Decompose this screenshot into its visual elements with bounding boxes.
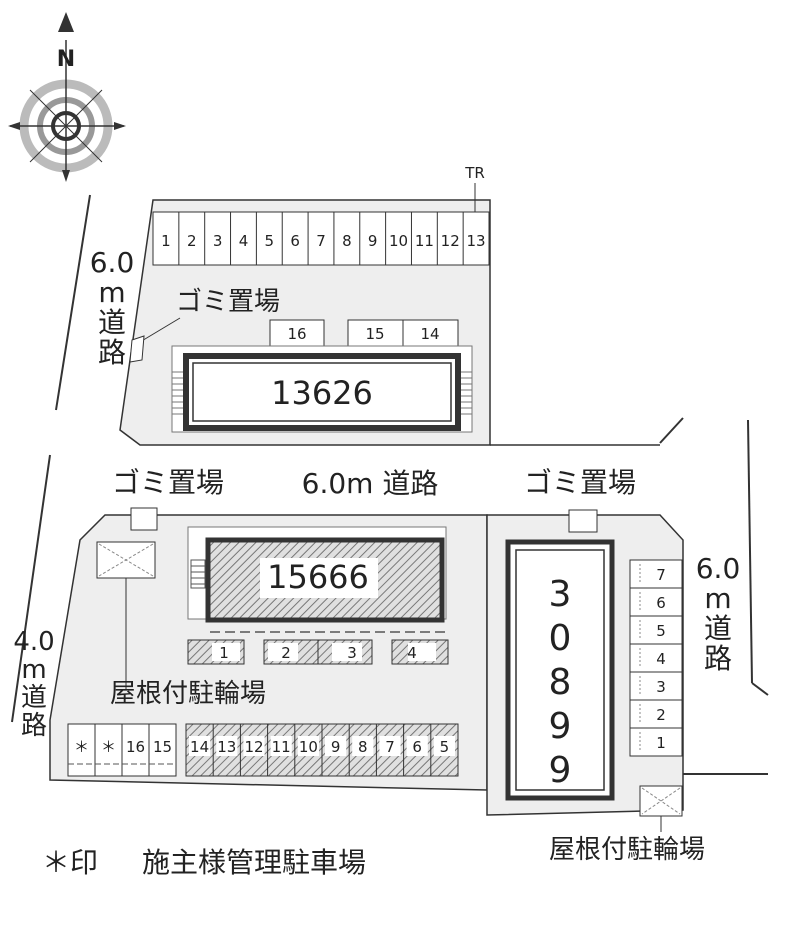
parking-space: 7 [316,232,326,250]
parking-space: 10 [389,232,408,250]
compass-icon [8,12,126,182]
parking-space: 14 [190,738,209,756]
garbage-label-middle-left: ゴミ置場 [112,466,224,499]
parking-space: 5 [440,738,450,756]
parking-space: 4 [239,232,249,250]
building-north [171,345,473,433]
parking-space: 16 [287,325,306,343]
transformer-label: TR [464,164,485,182]
parking-space: 5 [656,622,666,640]
center-parking-row: 1 2 3 4 [187,639,449,665]
parking-space: ＊ [74,738,89,756]
legend-text: 施主様管理駐車場 [142,846,366,879]
north-extra-spaces: 16 15 14 [269,319,459,347]
parking-space: 8 [358,738,368,756]
parking-space: 2 [656,706,666,724]
parking-space: 7 [656,566,666,584]
parking-space: 7 [385,738,395,756]
building-east-digit: 0 [549,618,572,659]
north-label: N [57,47,75,72]
garbage-box-top [129,335,145,363]
building-east-digit: 9 [549,750,572,791]
parking-space: 9 [331,738,341,756]
parking-space: 12 [244,738,263,756]
parking-space: 5 [265,232,275,250]
parking-space: 11 [415,232,434,250]
parking-space: 6 [412,738,422,756]
parking-space: 3 [213,232,223,250]
parking-space: 4 [656,650,666,668]
parking-space: 15 [365,325,384,343]
building-east-digit: 8 [549,662,572,703]
parking-space: 13 [217,738,236,756]
parking-space: 2 [187,232,197,250]
building-east [505,539,615,801]
garbage-box-middle-right [568,509,598,533]
road-label-middle: 6.0m 道路 [302,467,439,500]
road-lines [11,194,769,775]
building-north-label: 13626 [271,374,373,412]
legend-marker: ＊印 [42,846,98,879]
building-center [187,526,447,633]
parking-space: 3 [347,644,357,662]
east-parking-column: 7 6 5 4 3 2 1 [629,559,683,757]
building-east-digit: 3 [549,574,572,615]
parking-space: 6 [656,594,666,612]
parking-space: 10 [299,738,318,756]
parking-space: 2 [281,644,291,662]
parking-space: 1 [161,232,171,250]
parking-space: 8 [342,232,352,250]
parking-space: 3 [656,678,666,696]
parking-space: 6 [290,232,300,250]
building-east-digit: 9 [549,706,572,747]
garbage-label-top: ゴミ置場 [176,287,280,317]
bicycle-label-left: 屋根付駐輪場 [110,679,266,709]
parking-space: 16 [126,738,145,756]
parking-space: 14 [420,325,439,343]
parking-space: 1 [219,644,229,662]
parking-space: 13 [467,232,486,250]
garbage-box-middle-left [130,507,158,531]
parking-space: 12 [441,232,460,250]
garbage-label-middle-right: ゴミ置場 [524,466,636,499]
parking-space: 4 [407,644,417,662]
parking-space: 9 [368,232,378,250]
bicycle-shed-left [96,541,156,690]
parking-space: 11 [272,738,291,756]
bicycle-shed-right [639,785,683,832]
parking-space: ＊ [101,738,116,756]
bicycle-label-right: 屋根付駐輪場 [549,835,705,865]
parking-space: 1 [656,734,666,752]
building-center-label: 15666 [267,558,369,596]
parking-space: 15 [153,738,172,756]
